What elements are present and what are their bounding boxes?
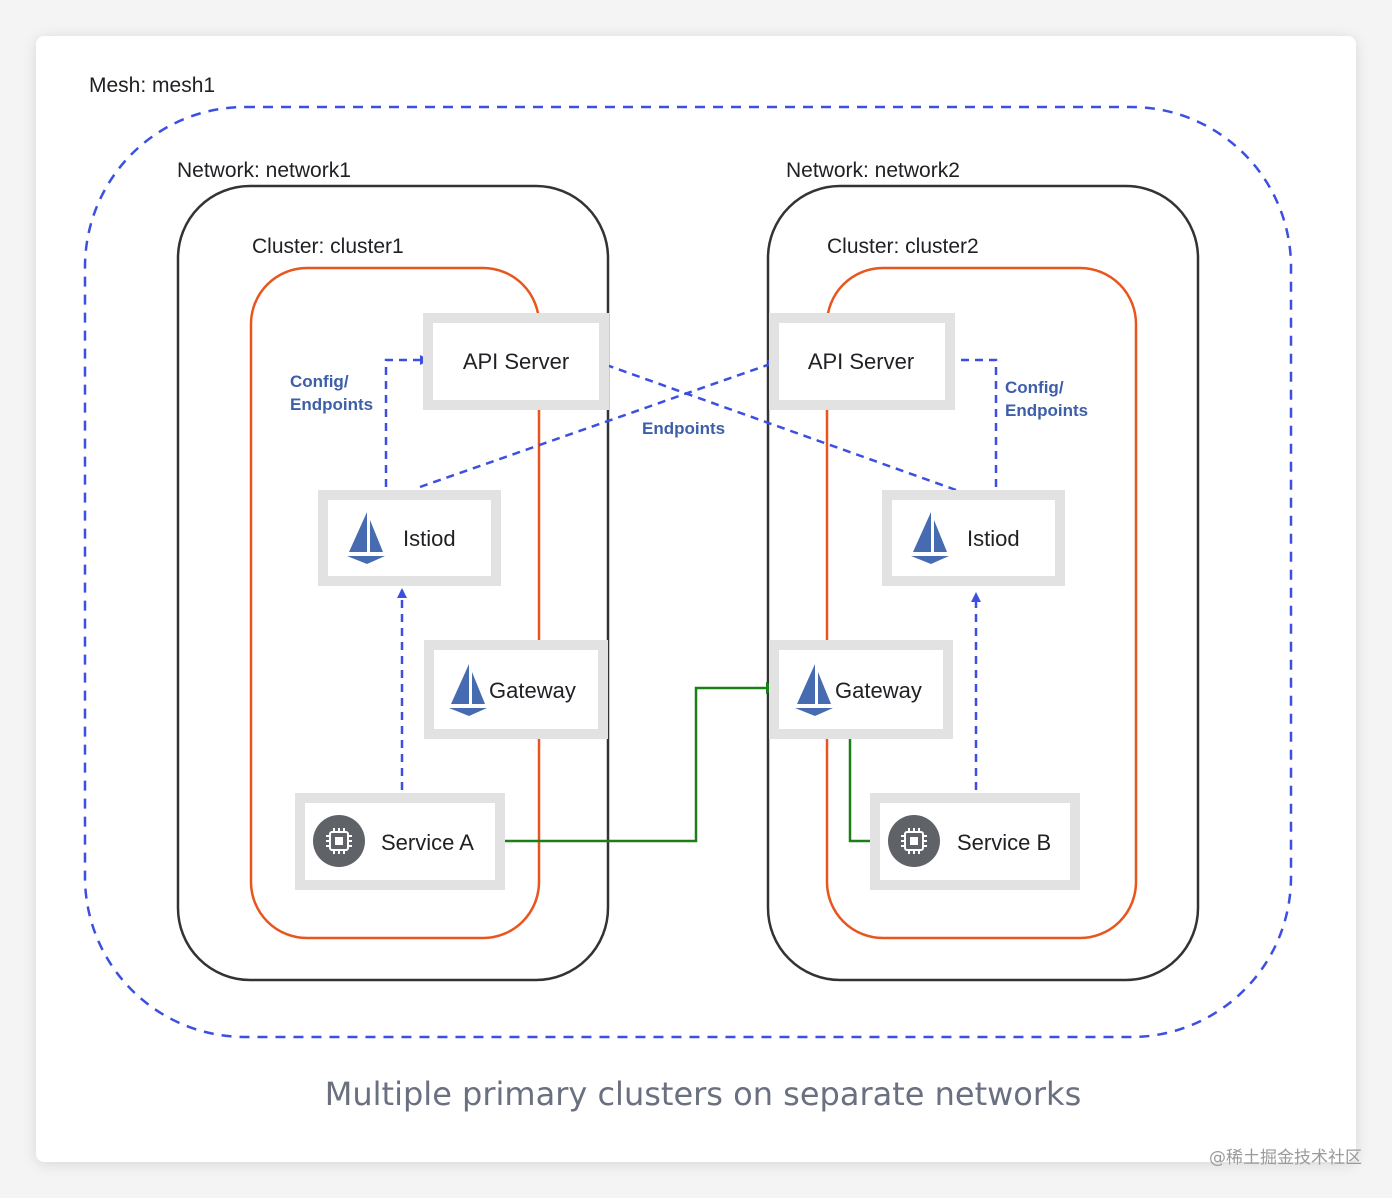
network1-label: Network: network1: [177, 159, 351, 182]
api-server-2: API Server: [769, 313, 955, 410]
service-a: Service A: [295, 793, 505, 890]
istiod2-to-api1-arrow: [596, 359, 957, 492]
cross-endpoints-label: Endpoints: [642, 419, 725, 438]
api-server-1: API Server: [423, 313, 609, 410]
cluster2-label: Cluster: cluster2: [827, 235, 979, 258]
chip-icon: [312, 814, 366, 868]
mesh-label: Mesh: mesh1: [89, 74, 215, 97]
network1-boundary: [176, 184, 610, 982]
service-a-to-gateway2-traffic: [490, 682, 778, 843]
cluster1-boundary: [249, 266, 541, 940]
gateway-1-label: Gateway: [489, 678, 576, 703]
istiod1-to-api1-arrow: [384, 355, 430, 487]
diagram-caption: Multiple primary clusters on separate ne…: [325, 1075, 1081, 1113]
service-b-label: Service B: [957, 830, 1051, 855]
cluster2-boundary: [825, 266, 1138, 940]
istiod-1: Istiod: [318, 490, 501, 586]
network2-label: Network: network2: [786, 159, 960, 182]
istiod2-to-api2-arrow: [944, 355, 998, 487]
chip-icon: [887, 814, 941, 868]
cluster1-label: Cluster: cluster1: [252, 235, 404, 258]
istiod1-to-api2-arrow: [419, 359, 778, 489]
watermark: @稀土掘金技术社区: [1209, 1148, 1362, 1168]
istiod-2-label: Istiod: [967, 526, 1020, 551]
service-b: Service B: [870, 793, 1080, 890]
cluster2-config-label-line2: Endpoints: [1005, 401, 1088, 420]
cluster2-config-label-line1: Config/: [1005, 378, 1064, 397]
gateway-2-label: Gateway: [835, 678, 922, 703]
api-server-2-label: API Server: [808, 349, 914, 374]
service-a-label: Service A: [381, 830, 474, 855]
network2-boundary: [766, 184, 1200, 982]
api-server-1-label: API Server: [463, 349, 569, 374]
cluster1-config-label-line2: Endpoints: [290, 395, 373, 414]
gateway-2: Gateway: [769, 640, 953, 739]
istiod-1-label: Istiod: [403, 526, 456, 551]
istiod-2: Istiod: [882, 490, 1065, 586]
gateway-1: Gateway: [424, 640, 608, 739]
mesh-boundary: [83, 105, 1293, 1039]
cluster1-config-label-line1: Config/: [290, 372, 349, 391]
